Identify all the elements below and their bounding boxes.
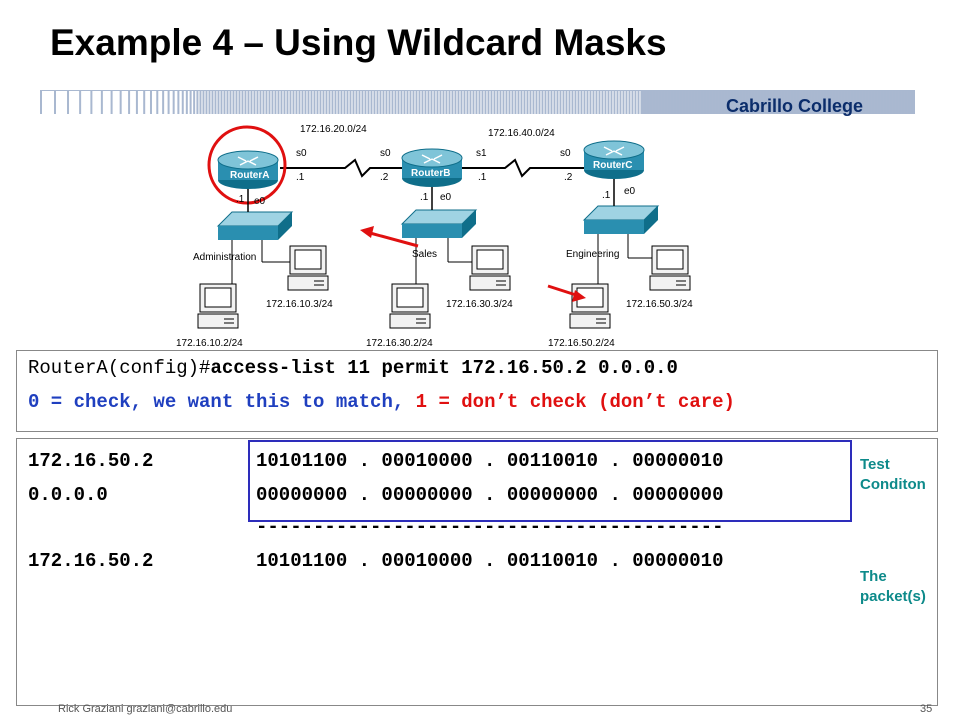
svg-text:.1: .1 <box>478 172 487 183</box>
svg-text:RouterB: RouterB <box>411 168 450 179</box>
svg-text:.1: .1 <box>236 194 245 205</box>
lan-engineering-label: Engineering <box>566 249 619 260</box>
svg-text:s0: s0 <box>560 148 571 159</box>
lan-administration-label: Administration <box>193 252 256 263</box>
serial-link-bc <box>460 158 585 178</box>
svg-text:.2: .2 <box>380 172 389 183</box>
wildcard-legend: 0 = check, we want this to match, 1 = do… <box>28 391 735 413</box>
svg-text:e0: e0 <box>254 196 266 207</box>
lan-sales-label: Sales <box>412 249 437 260</box>
switch-engineering <box>582 205 660 234</box>
command-prompt: RouterA(config)# <box>28 357 211 379</box>
test-condition-box <box>248 440 852 522</box>
pc-host-b2 <box>469 245 511 291</box>
decorative-stripe <box>40 90 915 114</box>
row-2-address: 0.0.0.0 <box>28 484 108 506</box>
svg-text:.1: .1 <box>296 172 305 183</box>
legend-dont-check: 1 = don’t check (don’t care) <box>415 391 735 413</box>
svg-text:.1: .1 <box>420 192 429 203</box>
command-panel <box>16 350 938 432</box>
red-arrow-1 <box>360 226 419 248</box>
svg-text:e0: e0 <box>440 192 452 203</box>
slide-title: Example 4 – Using Wildcard Masks <box>50 22 667 63</box>
host-a2-ip: 172.16.10.3/24 <box>266 299 333 310</box>
pc-host-a2 <box>287 245 329 291</box>
row-1-address: 172.16.50.2 <box>28 450 154 472</box>
pc-host-c2 <box>649 245 691 291</box>
legend-check: 0 = check, we want this to match, <box>28 391 405 413</box>
svg-text:RouterA: RouterA <box>230 170 269 181</box>
switch-sales <box>400 209 478 238</box>
host-b2-ip: 172.16.30.3/24 <box>446 299 513 310</box>
network-diagram: 172.16.20.0/24 172.16.40.0/24 RouterA s0… <box>176 124 693 349</box>
calculation-panel <box>16 438 938 706</box>
host-a1-ip: 172.16.10.2/24 <box>176 338 243 349</box>
pc-host-b1 <box>389 283 431 329</box>
svg-text:.1: .1 <box>602 190 611 201</box>
row-2-bits: 00000000 . 00000000 . 00000000 . 0000000… <box>256 484 724 506</box>
host-b1-ip: 172.16.30.2/24 <box>366 338 433 349</box>
host-c1-ip: 172.16.50.2/24 <box>548 338 615 349</box>
svg-text:e0: e0 <box>624 186 636 197</box>
page-number: 35 <box>920 703 933 715</box>
router-a-highlight <box>207 125 287 205</box>
svg-text:s0: s0 <box>296 148 307 159</box>
footer-author: Rick Graziani graziani@cabrillo.edu <box>58 703 233 715</box>
pc-host-a1 <box>197 283 239 329</box>
serial-link-ab <box>280 158 405 178</box>
network-bc-label: 172.16.40.0/24 <box>488 128 555 139</box>
row-4-bits: 10101100 . 00010000 . 00110010 . 0000001… <box>256 550 724 572</box>
router-b: RouterB <box>401 148 463 187</box>
router-a: RouterA <box>217 150 279 189</box>
host-c2-ip: 172.16.50.3/24 <box>626 299 693 310</box>
svg-text:RouterC: RouterC <box>593 160 632 171</box>
router-c: RouterC <box>583 140 645 179</box>
command-text: access-list 11 permit 172.16.50.2 0.0.0.… <box>210 357 678 379</box>
svg-text:.2: .2 <box>564 172 573 183</box>
red-arrow-2 <box>547 284 586 302</box>
pc-host-c1 <box>569 283 611 329</box>
network-ab-label: 172.16.20.0/24 <box>300 124 367 135</box>
switch-administration <box>216 211 294 240</box>
access-list-command: RouterA(config)#access-list 11 permit 17… <box>28 357 678 379</box>
svg-text:s0: s0 <box>380 148 391 159</box>
college-name: Cabrillo College <box>726 96 864 116</box>
svg-text:s1: s1 <box>476 148 487 159</box>
row-4-address: 172.16.50.2 <box>28 550 154 572</box>
row-1-bits: 10101100 . 00010000 . 00110010 . 0000001… <box>256 450 724 472</box>
